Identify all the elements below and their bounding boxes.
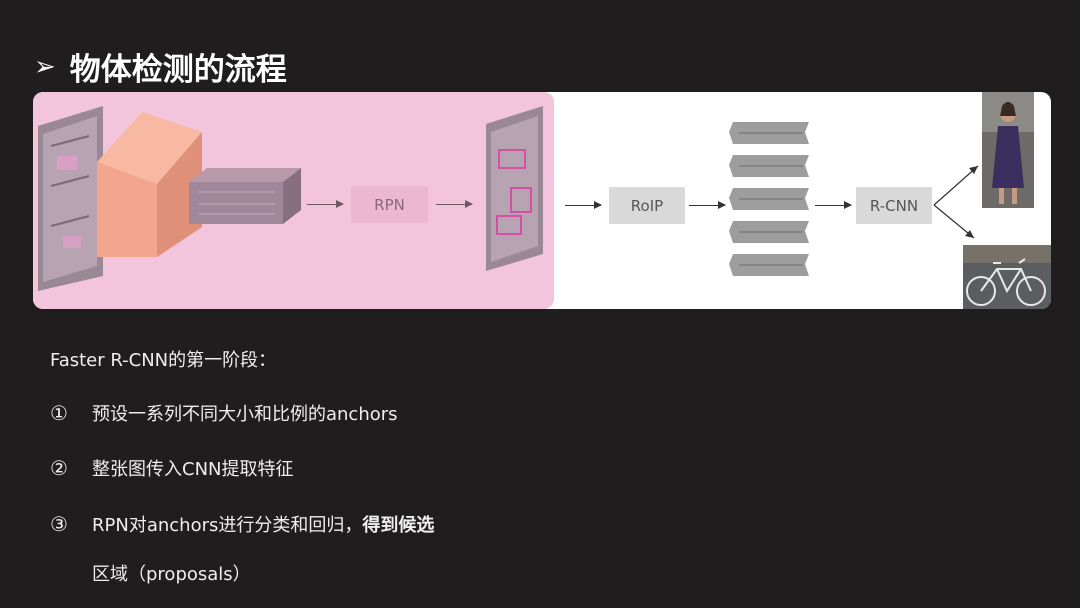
- feature-map-block: [189, 168, 301, 224]
- arrow-from-roip: [689, 201, 726, 209]
- rcnn-box: R-CNN: [856, 187, 932, 224]
- arrow-to-roip: [565, 201, 602, 209]
- bicycle-detection-image: [963, 245, 1051, 309]
- cnn-cuboid: [97, 112, 202, 257]
- arrow-bullet-icon: ➢: [34, 51, 56, 82]
- input-image-slab: [38, 106, 103, 291]
- step-3-number: ③: [50, 512, 68, 536]
- output-arrows: [933, 165, 979, 239]
- arrow-to-rpn: [307, 200, 344, 208]
- pooled-feature-strips: [729, 122, 809, 276]
- step-1-text: 预设一系列不同大小和比例的anchors: [92, 404, 398, 425]
- rpn-box: RPN: [351, 186, 428, 223]
- first-stage-highlight: RPN: [33, 92, 554, 309]
- roip-box: RoIP: [609, 187, 685, 224]
- intro-line: Faster R-CNN的第一阶段：: [50, 350, 277, 371]
- step-3-text-bold: 得到候选: [362, 515, 435, 536]
- step-2: ② 整张图传入CNN提取特征: [50, 455, 294, 481]
- faster-rcnn-diagram: RPN RoIP R-CNN: [33, 92, 1051, 309]
- step-3: ③ RPN对anchors进行分类和回归， 得到候选: [50, 511, 434, 537]
- step-3-continuation: 区域（proposals）: [92, 564, 251, 585]
- step-3-text: RPN对anchors进行分类和回归，: [92, 515, 363, 536]
- title-text: 物体检测的流程: [69, 52, 287, 88]
- step-2-text: 整张图传入CNN提取特征: [92, 459, 294, 480]
- proposal-image-slab: [486, 106, 543, 271]
- arrow-from-rpn: [436, 200, 473, 208]
- step-1: ① 预设一系列不同大小和比例的anchors: [50, 400, 398, 426]
- arrow-to-rcnn: [815, 201, 852, 209]
- step-1-number: ①: [50, 401, 68, 425]
- slide-title: ➢ 物体检测的流程: [34, 44, 287, 89]
- person-detection-image: [982, 92, 1034, 208]
- step-2-number: ②: [50, 456, 68, 480]
